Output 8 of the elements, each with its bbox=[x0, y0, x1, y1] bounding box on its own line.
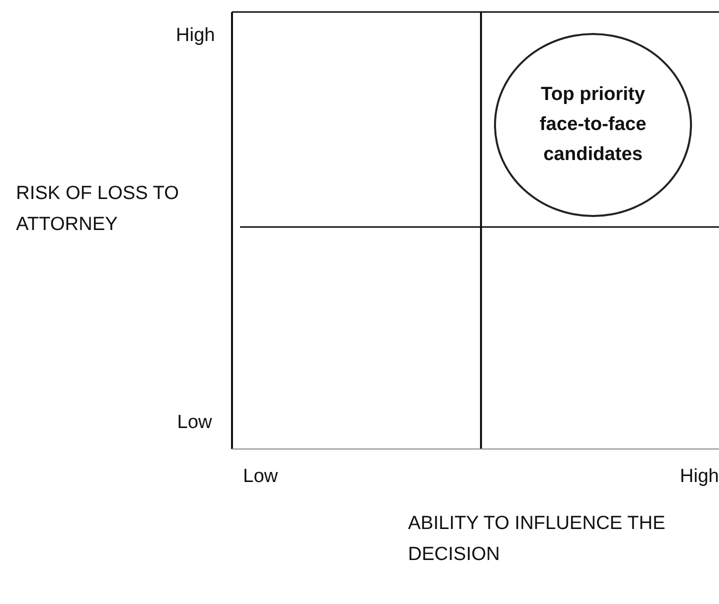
priority-circle bbox=[494, 33, 692, 217]
axis-tick-label: High bbox=[678, 465, 719, 489]
axis-tick-label: High bbox=[174, 24, 215, 48]
axis-title: RISK OF LOSS TO ATTORNEY bbox=[16, 182, 180, 237]
axis-tick-label: Low bbox=[176, 411, 212, 435]
axis-title: ABILITY TO INFLUENCE THE DECISION bbox=[408, 512, 666, 567]
axis-tick-label: Low bbox=[243, 465, 279, 489]
circle-label: Top priority face-to-face candidates bbox=[538, 83, 648, 167]
